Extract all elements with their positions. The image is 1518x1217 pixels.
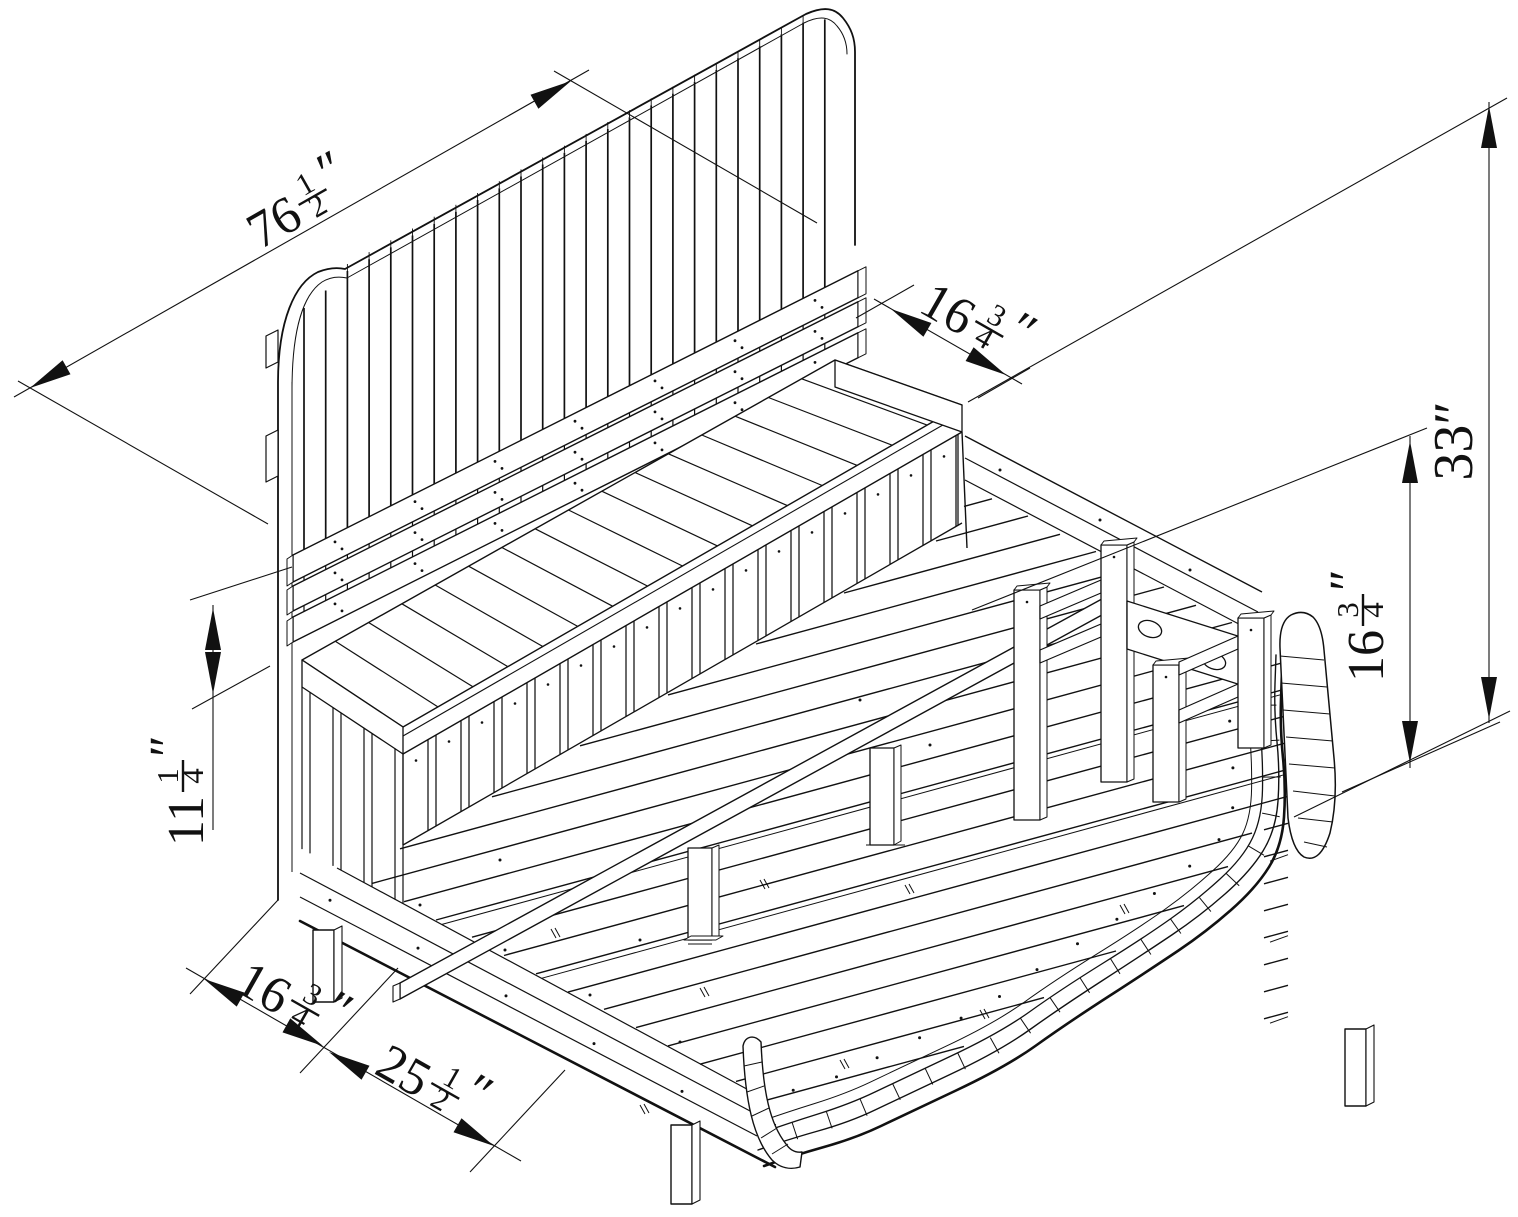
svg-text:″: ″ — [140, 735, 197, 757]
svg-text:16: 16 — [1338, 630, 1395, 682]
svg-text:11: 11 — [158, 796, 215, 846]
svg-text:4: 4 — [1355, 602, 1390, 618]
svg-text:4: 4 — [175, 768, 210, 784]
svg-text:″: ″ — [1320, 569, 1377, 591]
svg-text:33″: 33″ — [1423, 401, 1485, 480]
